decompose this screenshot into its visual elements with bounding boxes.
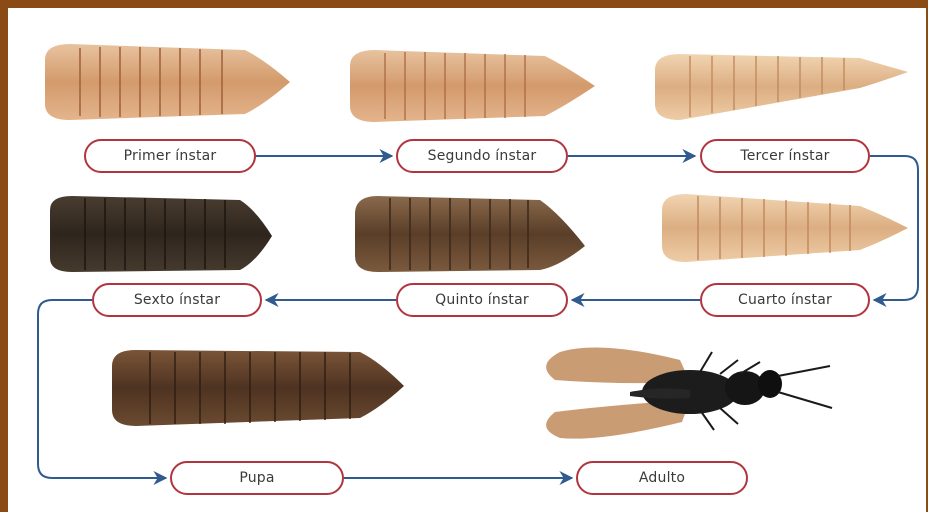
stage-label-tercer: Tercer ínstar [700, 139, 870, 173]
stage-label-cuarto: Cuarto ínstar [700, 283, 870, 317]
stage-label-pupa: Pupa [170, 461, 344, 495]
larva-image-quinto [355, 196, 585, 272]
larva-image-sexto [50, 196, 272, 272]
stage-label-sexto: Sexto ínstar [92, 283, 262, 317]
stage-label-adulto: Adulto [576, 461, 748, 495]
larva-image-segundo [350, 50, 595, 122]
stage-label-primer: Primer ínstar [84, 139, 256, 173]
stage-label-quinto: Quinto ínstar [396, 283, 568, 317]
adult-fly-image [546, 348, 832, 439]
larva-image-primer [45, 44, 290, 120]
pupa-image [112, 350, 404, 426]
stage-label-segundo: Segundo ínstar [396, 139, 568, 173]
larva-image-cuarto [662, 194, 908, 262]
larva-image-tercer [655, 54, 908, 120]
